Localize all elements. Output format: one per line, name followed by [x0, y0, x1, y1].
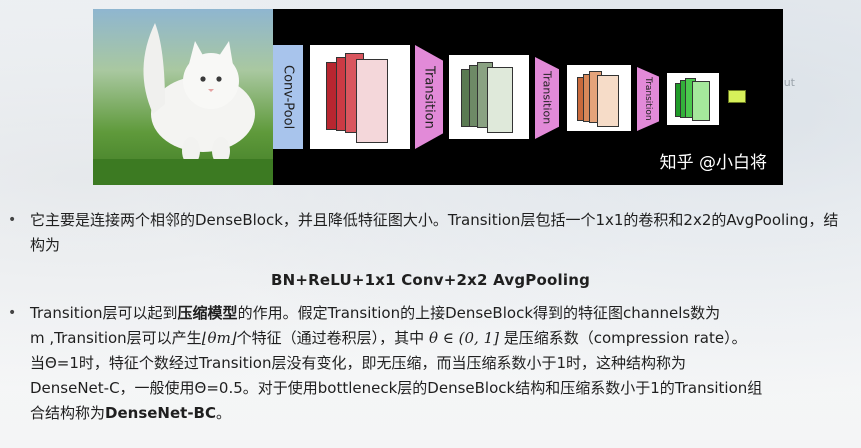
bullet-2-text: 是压缩系数（compression rate）。	[503, 329, 747, 347]
bullet-2-text: 合结构称为	[30, 404, 106, 422]
conv-pool-label: Conv-Pool	[280, 64, 296, 130]
background-fragment: ut	[783, 76, 795, 89]
bullet-1: • 它主要是连接两个相邻的DenseBlock，并且降低特征图大小。Transi…	[0, 208, 861, 258]
bullet-2-text: m ,Transition层可以产生	[30, 329, 202, 347]
cat-photo	[93, 9, 273, 185]
bullet-2-bold: 压缩模型	[177, 304, 238, 322]
conv-pool-block: Conv-Pool	[273, 45, 303, 149]
bullet-2-line-2: m ,Transition层可以产生⌊θm⌋个特征（通过卷积层），其中 θ ∈ …	[30, 326, 853, 351]
math-floor-theta-m: ⌊θm⌋	[201, 329, 237, 347]
bullet-2-text: Transition层可以起到	[30, 304, 178, 322]
transition-label: Transition	[643, 77, 653, 121]
dense-block-2	[449, 55, 529, 139]
bullet-2-line-3: 当Θ=1时，特征个数经过Transition层没有变化，即无压缩，而当压缩系数小…	[30, 354, 687, 372]
bullet-2-text: 。	[216, 404, 232, 422]
formula: BN+ReLU+1x1 Conv+2x2 AvgPooling	[270, 271, 591, 289]
watermark: 知乎 @小白将	[659, 153, 767, 173]
transition-block-3: Transition	[637, 67, 659, 131]
output-block	[728, 90, 746, 103]
bullet-2-text: 个特征（通过卷积层），其中	[236, 329, 425, 347]
bullet-1-text: 它主要是连接两个相邻的DenseBlock，并且降低特征图大小。Transiti…	[30, 211, 839, 254]
math-theta-range: θ ∈ (0, 1]	[428, 329, 499, 347]
text-content: • 它主要是连接两个相邻的DenseBlock，并且降低特征图大小。Transi…	[0, 208, 861, 426]
dense-block-4	[667, 73, 719, 125]
bullet-dot: •	[8, 305, 17, 321]
bullet-2-line-1: Transition层可以起到压缩模型的作用。假定Transition的上接De…	[30, 301, 853, 326]
bullet-2-line-4: DenseNet-C，一般使用Θ=0.5。对于使用bottleneck层的Den…	[30, 379, 763, 397]
bullet-dot: •	[8, 212, 17, 228]
bullet-2-line-5: 合结构称为DenseNet-BC。	[30, 401, 853, 426]
transition-block-1: Transition	[415, 45, 443, 149]
bullet-2: • Transition层可以起到压缩模型的作用。假定Transition的上接…	[0, 301, 861, 426]
feature-plate	[692, 81, 710, 121]
feature-plate	[356, 59, 388, 143]
bullet-2-bold: DenseNet-BC	[105, 404, 216, 422]
bullet-2-text: 的作用。假定Transition的上接DenseBlock得到的特征图chann…	[237, 304, 721, 322]
dense-block-1	[310, 45, 410, 149]
transition-label: Transition	[421, 65, 437, 129]
cat-illustration	[93, 23, 273, 185]
feature-plate	[487, 67, 513, 133]
dense-block-3	[567, 65, 631, 131]
transition-block-2: Transition	[535, 57, 559, 139]
feature-plate	[597, 75, 619, 127]
transition-label: Transition	[540, 71, 554, 125]
densenet-figure: Conv-Pool Transition Transition Transiti…	[93, 9, 783, 185]
